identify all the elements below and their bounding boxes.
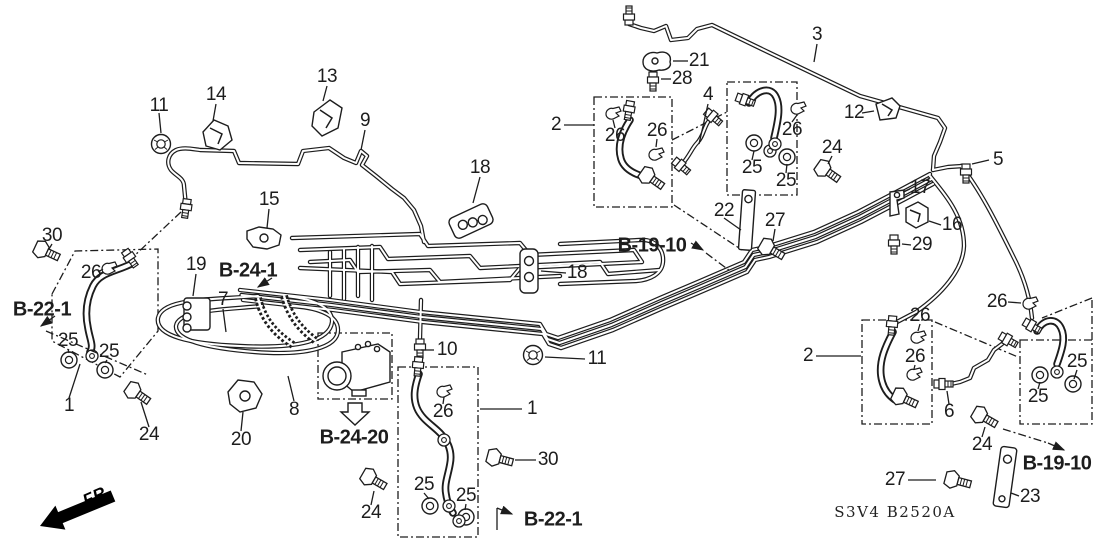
down-block-arrow-icon <box>339 402 371 426</box>
clamps-and-brackets <box>182 51 1018 509</box>
leader-lines <box>48 43 1078 511</box>
bolts-and-fittings <box>30 5 1045 495</box>
fr-arrow-icon <box>40 490 116 530</box>
reference-leaders <box>39 240 1066 530</box>
abs-modulator <box>322 340 391 397</box>
brake-pipes-core <box>156 23 1033 386</box>
grommets-and-washers <box>60 133 1082 528</box>
diagram-code: S3V4 B2520A <box>834 503 956 521</box>
